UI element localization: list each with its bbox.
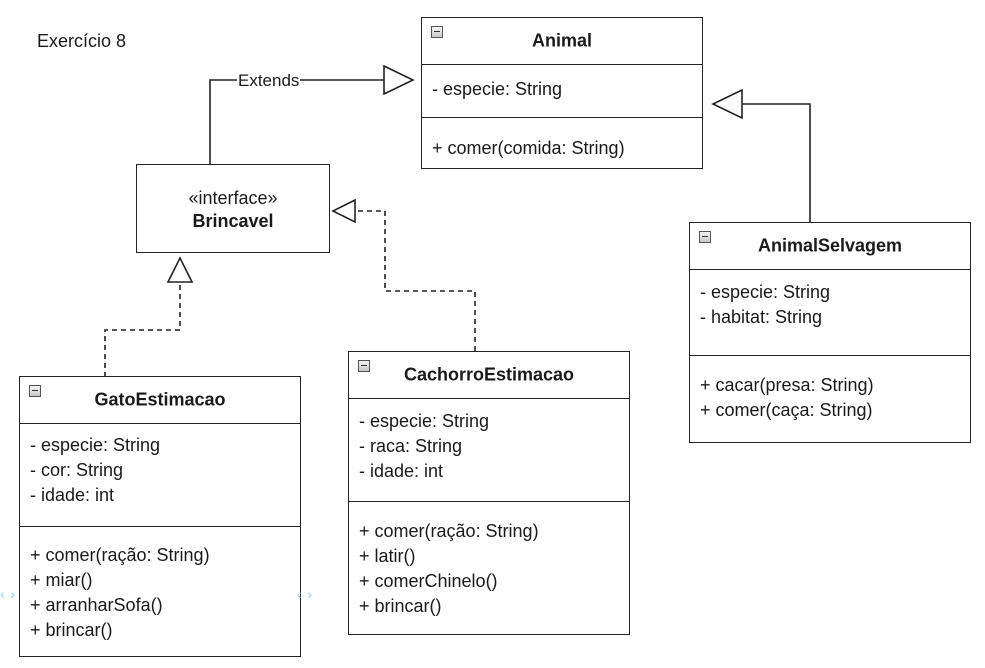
collapse-icon[interactable] [29, 385, 41, 397]
class-cachorro-estimacao-methods: + comer(ração: String) + latir() + comer… [349, 502, 629, 619]
method: + brincar() [30, 620, 113, 640]
method: + brincar() [359, 596, 442, 616]
gato-realization-arrowhead [166, 256, 194, 283]
class-animal-header: Animal [422, 18, 702, 65]
class-gato-estimacao-header: GatoEstimacao [20, 377, 300, 424]
attribute: - raca: String [359, 436, 463, 456]
attribute: - especie: String [30, 435, 161, 455]
collapse-icon[interactable] [699, 231, 711, 243]
collapse-icon[interactable] [358, 360, 370, 372]
attribute: - especie: String [700, 282, 831, 302]
class-gato-estimacao-methods: + comer(ração: String) + miar() + arranh… [20, 527, 300, 643]
interface-brincavel[interactable]: «interface» Brincavel [136, 164, 330, 253]
extends-arrowhead [383, 64, 415, 96]
attribute: - idade: int [30, 485, 115, 505]
class-gato-estimacao-attributes: - especie: String - cor: String - idade:… [20, 424, 300, 527]
attribute: - habitat: String [700, 307, 823, 327]
method: + comer(caça: String) [700, 400, 873, 420]
method: + comer(ração: String) [30, 545, 210, 565]
attribute: - especie: String [432, 79, 563, 99]
extends-edge [209, 79, 384, 165]
method: + comerChinelo() [359, 571, 498, 591]
class-cachorro-estimacao[interactable]: CachorroEstimacao - especie: String - ra… [348, 351, 630, 635]
class-animal-selvagem-attributes: - especie: String - habitat: String [690, 270, 970, 356]
class-animal-selvagem-header: AnimalSelvagem [690, 223, 970, 270]
diagram-title: Exercício 8 [37, 31, 127, 51]
class-cachorro-estimacao-header: CachorroEstimacao [349, 352, 629, 399]
class-animal-selvagem-methods: + cacar(presa: String) + comer(caça: Str… [690, 356, 970, 423]
method: + arranharSofa() [30, 595, 163, 615]
interface-stereotype: «interface» [188, 188, 278, 208]
method: + comer(ração: String) [359, 521, 539, 541]
class-animal-name: Animal [531, 30, 592, 51]
attribute: - especie: String [359, 411, 490, 431]
class-gato-estimacao-name: GatoEstimacao [94, 389, 226, 410]
selvagem-arrowhead [711, 88, 743, 120]
cachorro-realization-edge [355, 210, 476, 351]
collapse-icon[interactable] [431, 26, 443, 38]
extends-label: Extends [237, 71, 301, 91]
connection-handle-left[interactable]: ‹ › [0, 586, 17, 602]
class-gato-estimacao[interactable]: GatoEstimacao - especie: String - cor: S… [19, 376, 301, 657]
class-animal-selvagem[interactable]: AnimalSelvagem - especie: String - habit… [689, 222, 971, 443]
class-cachorro-estimacao-attributes: - especie: String - raca: String - idade… [349, 399, 629, 502]
class-animal[interactable]: Animal - especie: String + comer(comida:… [421, 17, 703, 169]
method: + comer(comida: String) [432, 138, 625, 158]
method: + cacar(presa: String) [700, 375, 874, 395]
selvagem-generalization-edge [742, 103, 811, 223]
method: + latir() [359, 546, 416, 566]
class-animal-selvagem-name: AnimalSelvagem [757, 235, 903, 256]
cachorro-realization-arrowhead [331, 198, 356, 224]
attribute: - cor: String [30, 460, 124, 480]
connection-handle-right[interactable]: ‹ › [297, 586, 314, 602]
attribute: - idade: int [359, 461, 444, 481]
class-animal-methods: + comer(comida: String) [422, 118, 702, 161]
interface-name: Brincavel [192, 211, 274, 231]
gato-realization-edge [104, 282, 181, 377]
class-cachorro-estimacao-name: CachorroEstimacao [403, 364, 575, 385]
class-animal-attributes: - especie: String [422, 65, 702, 118]
method: + miar() [30, 570, 93, 590]
